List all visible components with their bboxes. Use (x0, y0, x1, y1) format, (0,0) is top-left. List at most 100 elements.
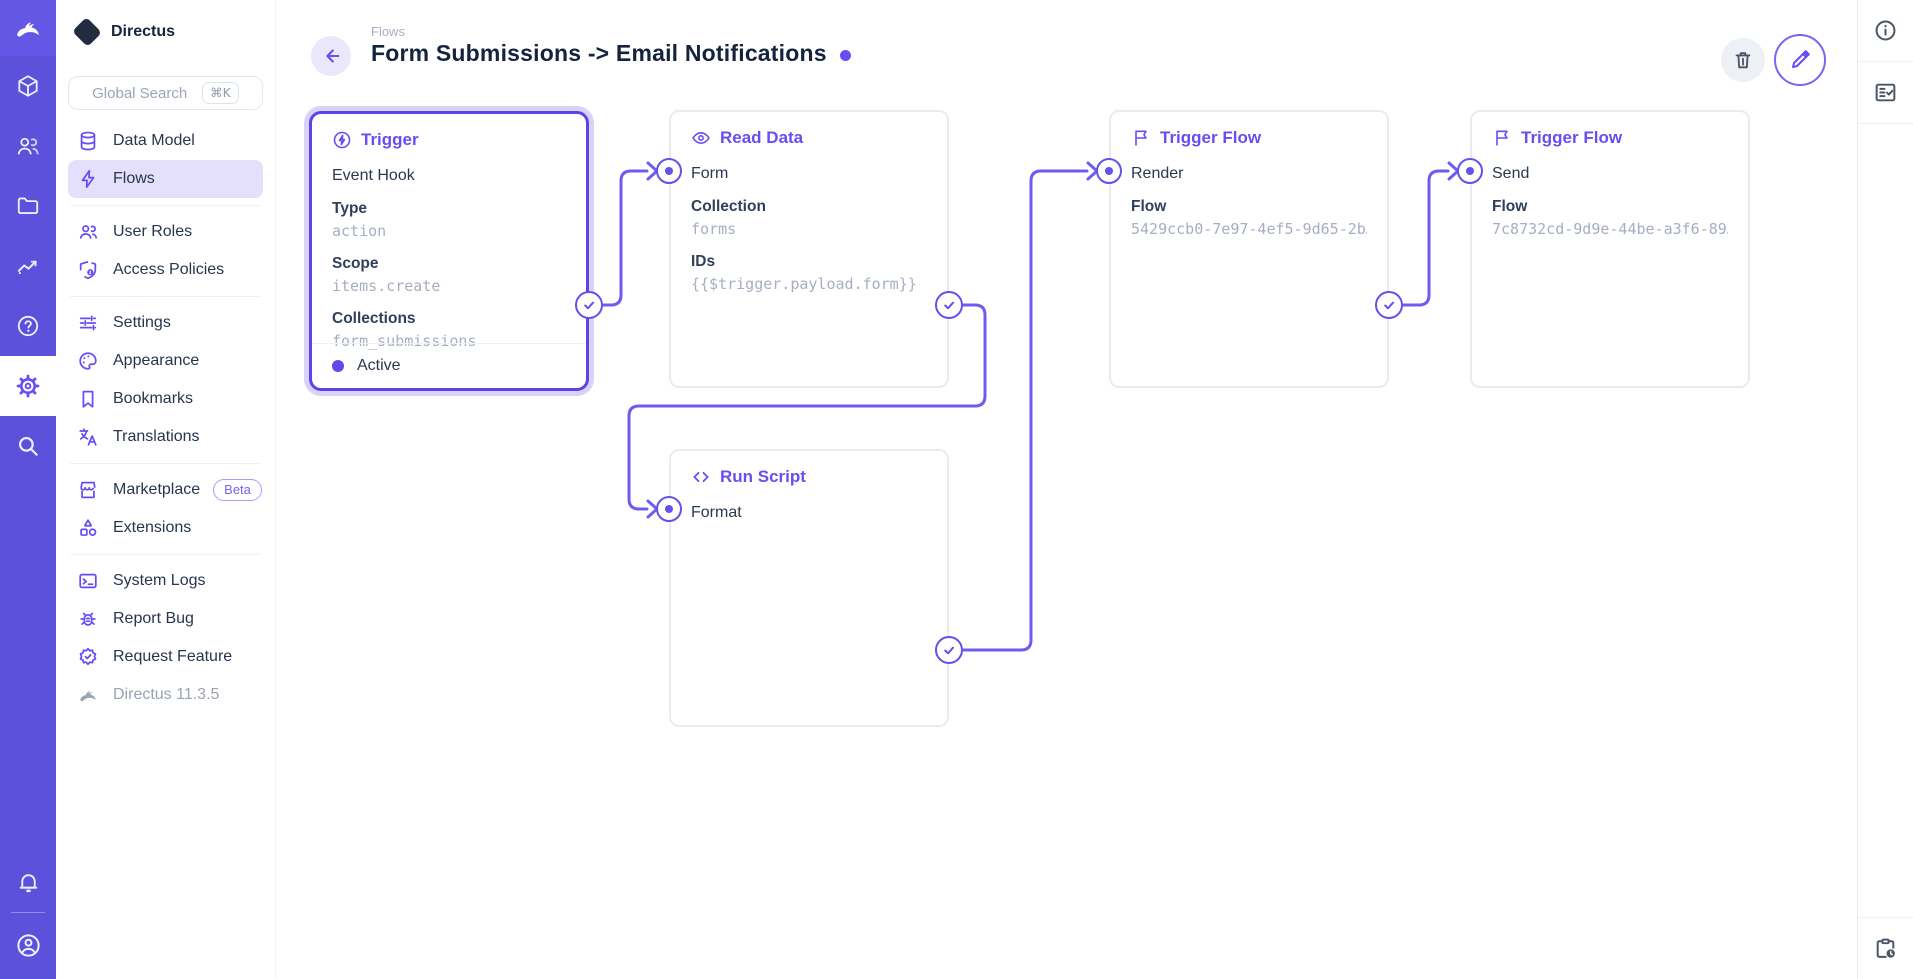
node-name: Format (691, 504, 742, 521)
sidebar-item-report-bug[interactable]: Report Bug (68, 600, 263, 638)
activity-sidebar-button[interactable] (1858, 918, 1913, 979)
project-name: Directus (111, 23, 176, 40)
connector-out-trigger[interactable] (575, 291, 603, 319)
sidebar-item-label: Flows (113, 170, 155, 187)
connector-in-read-data[interactable] (656, 158, 682, 184)
field-value: 5429ccb0-7e97-4ef5-9d65-2b… (1131, 220, 1367, 238)
sidebar-item-system-logs[interactable]: System Logs (68, 562, 263, 600)
trigger-status-row: Active (312, 343, 586, 388)
flow-node-trigger[interactable]: Trigger Event Hook Type action Scope ite… (309, 111, 589, 391)
connector-in-trigger-flow-render[interactable] (1096, 158, 1122, 184)
user-circle-icon (15, 932, 42, 959)
module-insights[interactable] (0, 236, 56, 296)
module-content[interactable] (0, 56, 56, 116)
bug-icon (76, 607, 100, 631)
right-sidebar-divider (1858, 123, 1913, 124)
node-title-label: Trigger Flow (1521, 128, 1623, 147)
info-sidebar-button[interactable] (1858, 0, 1913, 61)
flag-icon (1131, 128, 1151, 148)
module-users[interactable] (0, 116, 56, 176)
module-files[interactable] (0, 176, 56, 236)
nav-divider (70, 554, 261, 555)
field-value: {{$trigger.payload.form}} (691, 275, 917, 293)
flow-node-trigger-flow-render[interactable]: Trigger Flow Render Flow 5429ccb0-7e97-4… (1109, 110, 1389, 388)
right-sidebar-divider (1858, 61, 1913, 62)
palette-icon (76, 349, 100, 373)
sidebar-item-access-policies[interactable]: Access Policies (68, 251, 263, 289)
search-shortcut-chip: ⌘K (202, 82, 239, 104)
sidebar-item-appearance[interactable]: Appearance (68, 342, 263, 380)
sidebar-item-label: Marketplace (113, 481, 201, 498)
sidebar-item-translations[interactable]: Translations (68, 418, 263, 456)
pencil-icon (1788, 48, 1812, 72)
connector-out-read-data[interactable] (935, 291, 963, 319)
connector-out-run-script[interactable] (935, 636, 963, 664)
field-label: Flow (1492, 198, 1528, 215)
field-label: Collection (691, 198, 766, 215)
field-label: Type (332, 200, 368, 217)
module-help[interactable] (0, 296, 56, 356)
logs-sidebar-button[interactable] (1858, 62, 1913, 123)
account-button[interactable] (0, 921, 56, 969)
sidebar-item-label: Appearance (113, 352, 200, 369)
field-value: action (332, 222, 387, 240)
right-sidebar (1857, 0, 1913, 979)
connector-in-run-script[interactable] (656, 496, 682, 522)
nav-sidebar: Directus ⌘K Data Model (56, 0, 276, 979)
tune-icon (76, 311, 100, 335)
sidebar-item-bookmarks[interactable]: Bookmarks (68, 380, 263, 418)
node-name: Form (691, 165, 729, 182)
beta-badge: Beta (213, 479, 262, 501)
project-row[interactable]: Directus (56, 0, 275, 64)
translate-icon (76, 425, 100, 449)
flow-node-trigger-flow-send[interactable]: Trigger Flow Send Flow 7c8732cd-9d9e-44b… (1470, 110, 1750, 388)
node-name: Render (1131, 165, 1184, 182)
flow-canvas[interactable]: Trigger Event Hook Type action Scope ite… (276, 0, 1857, 979)
notifications-button[interactable] (0, 860, 56, 904)
sidebar-item-label: Access Policies (113, 261, 225, 278)
extensions-icon (76, 516, 100, 540)
sidebar-item-label: Report Bug (113, 610, 194, 627)
breadcrumb[interactable]: Flows (371, 24, 405, 39)
project-logo-icon (72, 17, 102, 47)
delete-flow-button[interactable] (1721, 38, 1765, 82)
sidebar-item-version: Directus 11.3.5 (68, 676, 263, 714)
sidebar-item-extensions[interactable]: Extensions (68, 509, 263, 547)
flow-node-read-data[interactable]: Read Data Form Collection forms IDs {{$t… (669, 110, 949, 388)
sidebar-item-marketplace[interactable]: Marketplace Beta (68, 471, 263, 509)
right-sidebar-bottom (1858, 917, 1913, 979)
field-value: 7c8732cd-9d9e-44be-a3f6-89… (1492, 220, 1728, 238)
info-icon (1873, 18, 1898, 43)
back-button[interactable] (311, 36, 351, 76)
new-releases-icon (76, 645, 100, 669)
sidebar-item-user-roles[interactable]: User Roles (68, 213, 263, 251)
global-search[interactable]: ⌘K (68, 76, 263, 110)
global-search-input[interactable] (92, 84, 195, 102)
terminal-icon (76, 569, 100, 593)
sidebar-item-label: Bookmarks (113, 390, 194, 407)
user-roles-icon (76, 220, 100, 244)
sidebar-item-request-feature[interactable]: Request Feature (68, 638, 263, 676)
trash-icon (1732, 49, 1754, 71)
connector-out-trigger-flow-render[interactable] (1375, 291, 1403, 319)
field-label: Collections (332, 310, 416, 327)
database-icon (76, 129, 100, 153)
nav-divider (70, 205, 261, 206)
field-value: form_submissions (332, 332, 477, 350)
field-label: IDs (691, 253, 716, 270)
sidebar-item-data-model[interactable]: Data Model (68, 122, 263, 160)
bell-icon (16, 870, 41, 895)
module-settings[interactable] (0, 356, 56, 416)
sidebar-item-label: Translations (113, 428, 200, 445)
status-label: Active (357, 357, 401, 374)
shield-lock-icon (76, 258, 100, 282)
sidebar-item-settings[interactable]: Settings (68, 304, 263, 342)
sidebar-item-flows[interactable]: Flows (68, 160, 263, 198)
module-search[interactable] (0, 416, 56, 476)
flow-node-run-script[interactable]: Run Script Format (669, 449, 949, 727)
storefront-icon (76, 478, 100, 502)
edit-flow-button[interactable] (1774, 34, 1826, 86)
connector-in-trigger-flow-send[interactable] (1457, 158, 1483, 184)
arrow-left-icon (320, 45, 342, 67)
directus-logo-button[interactable] (0, 0, 56, 56)
